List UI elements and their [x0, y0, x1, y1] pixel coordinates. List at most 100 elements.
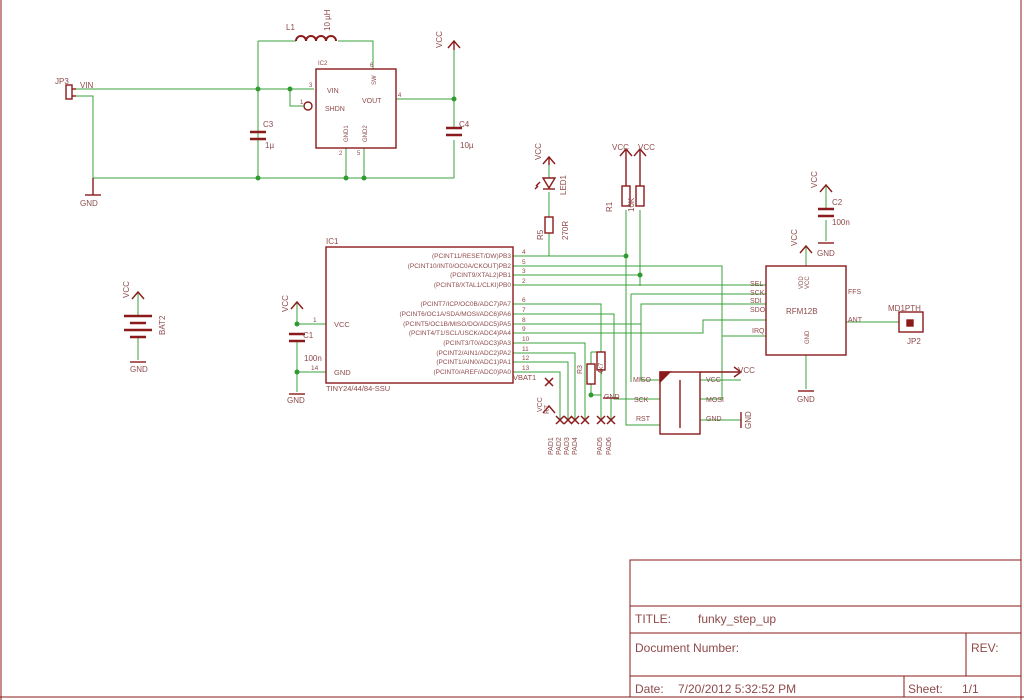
ic1-pin-pb3: (PCINT11/RESET/DW)PB3 — [432, 253, 511, 260]
vcc-label-pad: VCC — [537, 397, 544, 412]
vcc-label-1: VCC — [435, 31, 444, 48]
ic1-pin-pa2: (PCINT2/AIN1/ADC2)PA2 — [436, 350, 511, 357]
vbat1-label: VBAT1 — [513, 373, 536, 382]
ic2-pin3: 3 — [309, 83, 313, 89]
ic2-pin2: 2 — [339, 151, 343, 157]
ic2-gnd1: GND1 — [344, 125, 350, 142]
ic1-pin-pa5: (PCINT5/OC1B/MISO/DO/ADC5)PA5 — [403, 321, 511, 328]
rfm-gnd: GND — [805, 330, 811, 344]
ic1-gnd: GND — [334, 368, 351, 377]
vin-net-label: VIN — [80, 81, 94, 90]
gnd-label-pad: GND — [604, 394, 620, 401]
rfm-ant: ANT — [848, 317, 863, 324]
r3-label: R3 — [577, 365, 584, 374]
vcc-label-led: VCC — [534, 143, 543, 160]
gnd-label-c2: GND — [817, 249, 835, 258]
gnd-label-rfm: GND — [797, 395, 815, 404]
capacitor-c1 — [289, 332, 305, 343]
isp-gnd: GND — [706, 416, 722, 423]
capacitor-c2 — [818, 207, 834, 218]
ic1-pin-pa3: (PCINT3/T0/ADC3)PA3 — [443, 340, 511, 347]
title-value: funky_step_up — [698, 612, 776, 626]
c3-value: 1µ — [265, 141, 274, 150]
l1-value: 10 µH — [323, 9, 332, 31]
ic2-shdn: SHDN — [325, 106, 345, 113]
ic2-sw: SW — [372, 75, 378, 85]
isp-miso: MISO — [633, 377, 651, 384]
pad1-label: PAD1 — [548, 437, 555, 455]
vcc-label-c2: VCC — [810, 171, 819, 188]
rfm-sdi: SDI — [750, 298, 762, 305]
isp-connector — [659, 371, 701, 435]
ic1-num-2: 2 — [522, 278, 526, 285]
rfm12b-module — [765, 265, 847, 356]
gnd-label-1: GND — [80, 199, 98, 208]
sheet-label: Sheet: — [908, 682, 943, 696]
ic2-vin: VIN — [327, 88, 339, 95]
ic2-boost-converter — [303, 68, 397, 149]
isp-sck: SCK — [634, 397, 649, 404]
c4-label: C4 — [459, 120, 470, 129]
gnd-label-isp: GND — [744, 411, 753, 429]
wires — [75, 40, 899, 426]
ic2-pin5: 5 — [357, 151, 361, 157]
ic1-num-1: 1 — [313, 317, 317, 324]
ic2-pin4: 4 — [398, 93, 402, 99]
l1-label: L1 — [286, 23, 295, 32]
ic1-pin-pb1: (PCINT9/XTAL2)PB1 — [450, 272, 511, 279]
bat2-label: BAT2 — [158, 315, 167, 335]
vcc-label-ic1: VCC — [281, 295, 290, 312]
r7-label: R7 — [544, 405, 551, 414]
revision-label: REV: — [971, 641, 999, 655]
battery-bat2 — [124, 314, 152, 339]
ic1-pin-pa7: (PCINT7/ICP/OC0B/ADC7)PA7 — [420, 301, 511, 308]
rfm-name: RFM12B — [786, 307, 818, 316]
date-label: Date: — [635, 682, 664, 696]
rfm-vdd: VDD — [799, 276, 805, 289]
ic2-vout: VOUT — [362, 98, 382, 105]
power-symbols — [85, 39, 834, 428]
vcc-label-rfm: VCC — [790, 229, 799, 246]
capacitor-c4 — [446, 126, 462, 137]
ic1-attiny — [325, 246, 514, 384]
ic1-num-7: 7 — [522, 307, 526, 314]
led1 — [534, 177, 557, 190]
r4-value: 4k7 — [598, 363, 605, 374]
c4-value: 10µ — [460, 141, 474, 150]
vcc-label-bat: VCC — [122, 281, 131, 298]
ic2-pin6: 6 — [370, 63, 374, 69]
md1pth-label: MD1PTH — [888, 304, 921, 313]
c1-value: 100n — [304, 354, 322, 363]
rfm-sck: SCK — [750, 290, 765, 297]
ic1-num-12: 12 — [522, 355, 530, 362]
capacitor-c3 — [250, 130, 266, 141]
vcc-label-r1: VCC — [612, 143, 629, 152]
date-value: 7/20/2012 5:32:52 PM — [678, 682, 796, 696]
ic1-num-14: 14 — [311, 365, 319, 372]
ic1-num-10: 10 — [522, 336, 530, 343]
ic1-pin-pb0: (PCINT8/XTAL1/CLKI)PB0 — [434, 282, 512, 289]
rfm-irq: IRQ — [752, 328, 765, 335]
rfm-sdo: SDO — [750, 307, 766, 314]
r2-value: 10K — [627, 197, 636, 212]
ic1-part: TINY24/44/84-SSU — [326, 384, 390, 393]
c2-label: C2 — [832, 198, 843, 207]
ic1-num-6: 6 — [522, 297, 526, 304]
ic1-num-8: 8 — [522, 317, 526, 324]
ic1-pin-pa6: (PCINT6/OC1A/SDA/MOSI/ADC6)PA6 — [400, 311, 512, 318]
rfm-sel: SEL — [750, 281, 763, 288]
ic1-num-4: 4 — [522, 249, 526, 256]
pad3-label: PAD3 — [564, 437, 571, 455]
gnd-label-bat: GND — [130, 365, 148, 374]
document-number-label: Document Number: — [635, 641, 739, 655]
ic1-num-3: 3 — [522, 268, 526, 275]
rfm-ffs: FFS — [848, 289, 862, 296]
ic1-pin-pb2: (PCINT10/INT0/OC0A/CKOUT)PB2 — [408, 263, 512, 270]
ic1-num-5: 5 — [522, 259, 526, 266]
r1-label: R1 — [605, 201, 614, 212]
ic1-num-11: 11 — [522, 346, 529, 353]
ic1-pin-pa0: (PCINT0/AREF/ADC0)PA0 — [433, 369, 511, 376]
title-block: TITLE: funky_step_up Document Number: RE… — [629, 559, 1022, 698]
ic1-num-9: 9 — [522, 326, 526, 333]
